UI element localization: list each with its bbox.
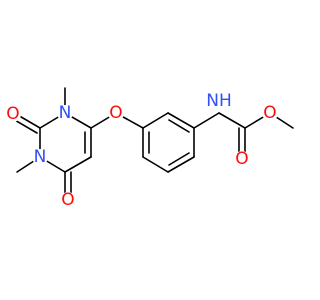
atom-o-c4: O	[60, 190, 76, 210]
bond-ph-2-3	[167, 112, 195, 129]
atom-o-ester: O	[262, 103, 278, 123]
bond-layer	[12, 87, 294, 201]
atom-n3: N	[32, 147, 48, 167]
atom-label-n3: N	[34, 147, 47, 167]
bond-aryl-nh	[193, 112, 220, 129]
atom-label-o-ester: O	[263, 103, 276, 123]
atom-layer: O N N O O NH O O	[5, 91, 278, 210]
atom-label-o-c2: O	[6, 104, 19, 124]
atom-label-o-c4: O	[61, 190, 74, 210]
bond-ph-5-6	[142, 156, 169, 173]
atom-label-o-ether: O	[109, 103, 122, 123]
chemical-structure: O N N O O NH O O	[5, 87, 294, 210]
bond-ph-2-3-double	[168, 119, 190, 133]
atom-o-c2: O	[5, 104, 21, 124]
bond-nh-carbonyl	[218, 112, 246, 129]
bond-ph-4-5-double	[168, 152, 190, 166]
bond-ph-4-5	[167, 156, 195, 173]
bond-c2-o-2	[12, 118, 38, 134]
atom-n1: N	[57, 103, 73, 123]
atom-label-n1: N	[59, 103, 72, 123]
atom-label-o-carbonyl: O	[235, 149, 248, 169]
atom-nh: NH	[206, 91, 232, 111]
atom-o-ether: O	[108, 103, 124, 123]
atom-o-carbonyl: O	[234, 149, 250, 169]
bond-ph-1-2	[142, 112, 169, 129]
atom-label-nh: NH	[206, 91, 232, 111]
bond-c4-c5	[64, 156, 92, 173]
